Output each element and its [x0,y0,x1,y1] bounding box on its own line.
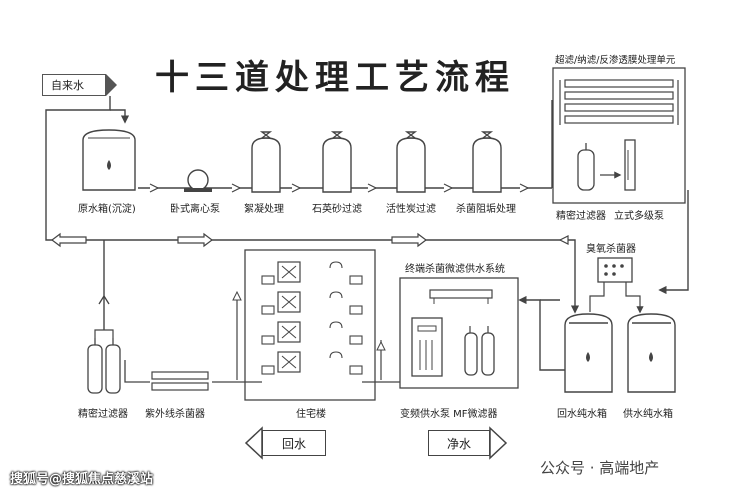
ozone-sterilizer-icon [589,257,640,312]
pure-water-arrow: 净水 [428,430,490,456]
return-water-arrow: 回水 [262,430,326,456]
raw-tank-label: 原水箱(沉淀) [78,204,136,215]
vertical-pump-label: 立式多级泵 [614,211,664,222]
return-water-label: 回水 [281,437,306,451]
pure-water-tanks-icon [564,313,676,393]
coagulation-label: 絮凝处理 [244,204,284,215]
precision-filter-bottom-label: 精密过滤器 [78,409,128,420]
precision-filter-icon [87,338,121,394]
ozone-label: 臭氧杀菌器 [586,244,636,255]
pump-label: 卧式离心泵 [170,204,220,215]
tap-water-input-label: 自来水 [42,74,117,96]
raw-water-tank-icon [82,129,136,191]
residential-building-icon [244,249,376,401]
pure-water-label: 净水 [446,437,471,451]
uv-sterilizer-label: 紫外线杀菌器 [145,409,205,420]
uv-sterilizer-icon [151,371,209,391]
residential-building-label: 住宅楼 [296,409,326,420]
filter-vessels-icon [251,131,502,193]
return-tank-label: 回水纯水箱 [557,409,607,420]
sterile-scale-label: 杀菌阻垢处理 [456,204,516,215]
carbon-filter-label: 活性炭过滤 [386,204,436,215]
watermark-right: 公众号 · 高端地产 [540,459,660,477]
watermark-left: 搜狐号@搜狐焦点慈溪站 [10,472,154,487]
vfd-pump-label: 变频供水泵 MF微滤器 [400,409,498,420]
precision-filter-top-label: 精密过滤器 [556,211,606,222]
centrifugal-pump-icon [184,169,212,192]
membrane-unit-label: 超滤/纳滤/反渗透膜处理单元 [555,55,676,66]
supply-tank-label: 供水纯水箱 [623,409,673,420]
quartz-filter-label: 石英砂过滤 [312,204,362,215]
membrane-unit-icon [552,67,686,204]
terminal-system-icon [399,277,519,389]
diagram-title: 十三道处理工艺流程 [155,58,515,98]
terminal-system-label: 终端杀菌微滤供水系统 [405,264,505,275]
